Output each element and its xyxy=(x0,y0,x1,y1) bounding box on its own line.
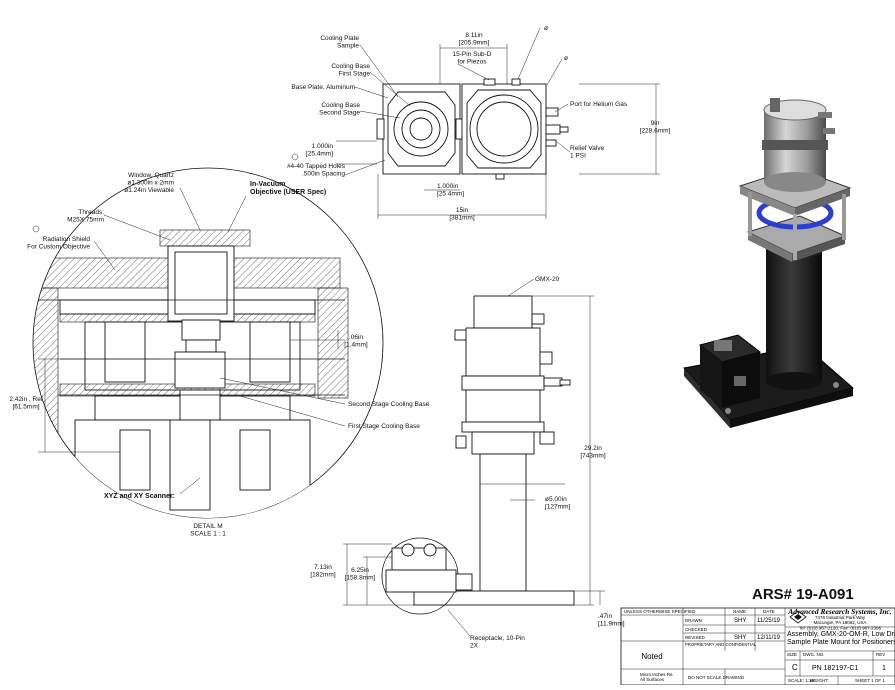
tb-sheet: SHEET 1 OF 1 xyxy=(855,678,885,683)
tb-revised-date: 12/11/19 xyxy=(757,635,781,641)
tb-rev: 1 xyxy=(882,665,886,672)
tb-drawn-name: SHY xyxy=(734,618,746,624)
upper-housing xyxy=(465,327,541,377)
label-port-helium: Port for Helium Gas xyxy=(570,101,628,108)
tb-size-label: SIZE xyxy=(787,652,797,657)
ars-logo-icon xyxy=(789,610,807,624)
label-phi-1: ø xyxy=(544,25,548,32)
tb-date-hdr: DATE xyxy=(763,609,775,614)
tb-scale: SCALE: 1:16 xyxy=(788,678,815,683)
tb-name-hdr: NAME xyxy=(733,609,746,614)
helium-port xyxy=(545,107,569,147)
isometric-render xyxy=(683,98,855,428)
label-scanner: XYZ and XY Scanner: xyxy=(104,493,175,500)
dim-bottom-offset: 1.000in[25.4mm] xyxy=(437,183,464,197)
dim-left-offset: 1.000in[25.4mm] xyxy=(306,143,333,157)
label-gmx: GMX-20 xyxy=(535,276,560,283)
dim-total-width: 15in[381mm] xyxy=(449,207,474,221)
dim-base: .47in[11.9mm] xyxy=(598,613,625,627)
sample-circle xyxy=(409,117,433,141)
ars-number: ARS# 19-A091 xyxy=(752,586,854,603)
tb-revised-name: SHY xyxy=(734,635,746,641)
label-phi-2: ø xyxy=(564,55,568,62)
tb-do-not-scale: DO NOT SCALE DRAWING xyxy=(688,675,745,680)
tb-revised-label: REVISED xyxy=(685,635,706,640)
base-plate xyxy=(413,590,575,606)
tb-drawn-label: DRAWN xyxy=(685,618,702,623)
tb-dwg-no: PN 182197-C1 xyxy=(812,665,858,672)
dim-h2: 6.25in[158.8mm] xyxy=(345,567,376,581)
gmx-head xyxy=(473,295,533,329)
window-circle xyxy=(476,101,532,157)
label-first-stage: First Stage Cooling Base xyxy=(348,423,420,430)
label-second-stage: Second Stage Cooling Base xyxy=(348,401,430,408)
column xyxy=(479,453,527,592)
tb-rev-label: REV xyxy=(876,652,885,657)
tb-checked-label: CHECKED xyxy=(685,627,708,632)
left-port xyxy=(376,118,385,140)
tb-drawn-date: 11/25/19 xyxy=(757,618,781,624)
flange-section xyxy=(471,431,535,455)
title-block: UNLESS OTHERWISE SPECIFIED NAME DATE DRA… xyxy=(620,607,895,686)
dim-gap: .06in[1.4mm] xyxy=(344,334,368,348)
dim-height: 9in[228.6mm] xyxy=(640,120,671,134)
dim-top-width: 8.11in[205.9mm] xyxy=(459,32,490,46)
dim-total-height: 29.2in[743mm] xyxy=(580,445,605,459)
label-base-plate: Base Plate, Aluminum xyxy=(291,84,355,91)
dim-detail-height: 2.42in , Ref[61.5mm] xyxy=(9,396,42,410)
tb-finish: Noted xyxy=(641,652,662,661)
label-tapped-holes: #4-40 Tapped Holes.500in Spacing xyxy=(287,163,346,177)
top-port xyxy=(511,78,521,86)
sub-d-connector xyxy=(483,78,496,86)
label-threads: Threads:M25X.75mm xyxy=(67,209,104,223)
dim-h1: 7.13in[182mm] xyxy=(310,564,335,578)
dim-diameter: ø5.00in[127mm] xyxy=(545,496,570,510)
tb-company: Advanced Research Systems, Inc. xyxy=(787,607,892,616)
cooling-section xyxy=(465,389,541,423)
tb-weight: WEIGHT: xyxy=(810,678,829,683)
tb-dwg-label: DWG. NO. xyxy=(803,652,825,657)
tb-proprietary: PROPRIETARY AND CONFIDENTIAL xyxy=(685,642,757,647)
bottom-port xyxy=(495,173,505,180)
tb-unless: UNLESS OTHERWISE SPECIFIED xyxy=(624,609,696,614)
tb-size: C xyxy=(792,663,798,672)
